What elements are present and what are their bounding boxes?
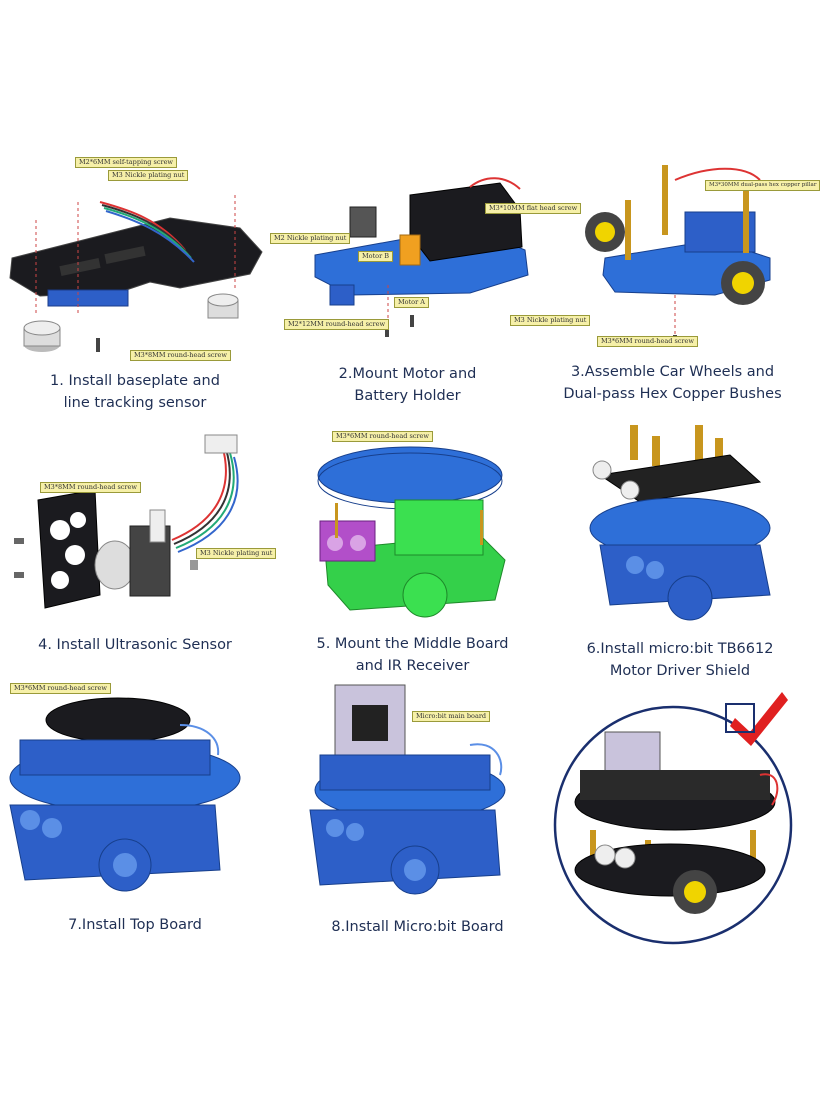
step-8: Micro:bit main board 8.Install Micro:bit… [290, 680, 545, 945]
step-2-illustration [314, 177, 529, 337]
caption-line: 6.Install micro:bit TB6612 [586, 641, 774, 657]
caption-line: 7.Install Top Board [68, 917, 202, 933]
step-8-caption: 8.Install Micro:bit Board [290, 916, 545, 938]
step-4-caption: 4. Install Ultrasonic Sensor [0, 634, 270, 656]
step-7-illustration [9, 697, 241, 892]
step-5: M3*6MM round-head screw 5. Mount the Mid… [280, 425, 545, 680]
step-6-caption: 6.Install micro:bit TB6612 Motor Driver … [560, 638, 800, 682]
step-1: M2*6MM self-tapping screw M3 Nickle plat… [0, 150, 270, 420]
part-label: M3*6MM round-head screw [332, 431, 433, 442]
step-2-caption: 2.Mount Motor and Battery Holder [270, 363, 545, 407]
part-label: M2*6MM self-tapping screw [75, 157, 177, 168]
step-3-illustration [585, 165, 771, 347]
part-label: M3*8MM round-head screw [40, 482, 141, 493]
part-label: Motor A [394, 297, 429, 308]
part-label: M2*12MM round-head screw [284, 319, 390, 330]
part-label: Motor B [358, 251, 394, 262]
part-label: M3 Nickle plating nut [196, 548, 277, 559]
step-4: M3*8MM round-head screw M3 Nickle platin… [0, 430, 277, 665]
caption-line: and IR Receiver [355, 658, 470, 674]
caption-line: line tracking sensor [63, 395, 207, 411]
part-label: M2 Nickle plating nut [270, 233, 351, 244]
caption-line: Dual-pass Hex Copper Bushes [563, 386, 782, 402]
part-label: M3*8MM round-head screw [130, 350, 231, 361]
part-label: Micro:bit main board [412, 711, 491, 722]
caption-line: Battery Holder [354, 388, 461, 404]
step-4-illustration [14, 434, 239, 609]
step-5-caption: 5. Mount the Middle Board and IR Receive… [280, 633, 545, 677]
caption-line: 2.Mount Motor and [338, 366, 477, 382]
part-label: M3*10MM flat head screw [485, 203, 582, 214]
part-label: M3*30MM dual-pass hex copper pillar [705, 180, 820, 191]
part-label: M3*6MM round-head screw [10, 683, 111, 694]
step-1-illustration [9, 195, 263, 352]
step-8-illustration [309, 684, 506, 895]
step-5-illustration [317, 446, 506, 618]
step-9-finished [550, 680, 800, 950]
step-6: 6.Install micro:bit TB6612 Motor Driver … [560, 420, 800, 685]
caption-line: 3.Assemble Car Wheels and [570, 364, 775, 380]
step-7-caption: 7.Install Top Board [0, 914, 270, 936]
step-3-caption: 3.Assemble Car Wheels and Dual-pass Hex … [545, 361, 800, 405]
part-label: M3 Nickle plating nut [108, 170, 189, 181]
caption-line: 4. Install Ultrasonic Sensor [38, 637, 232, 653]
caption-line: 1. Install baseplate and [50, 373, 220, 389]
part-label: M3 Nickle plating nut [510, 315, 591, 326]
step-1-caption: 1. Install baseplate and line tracking s… [0, 370, 270, 414]
step-7: M3*6MM round-head screw 7.Install Top Bo… [0, 680, 270, 940]
caption-line: Motor Driver Shield [609, 663, 751, 679]
caption-line: 8.Install Micro:bit Board [331, 919, 504, 935]
step-2: M3*10MM flat head screw M2 Nickle platin… [270, 165, 591, 415]
step-6-illustration [589, 425, 771, 621]
part-label: M3*6MM round-head screw [597, 336, 698, 347]
finished-car-illustration [553, 692, 793, 945]
step-3: M3*30MM dual-pass hex copper pillar M3*6… [545, 160, 820, 415]
caption-line: 5. Mount the Middle Board [316, 636, 509, 652]
